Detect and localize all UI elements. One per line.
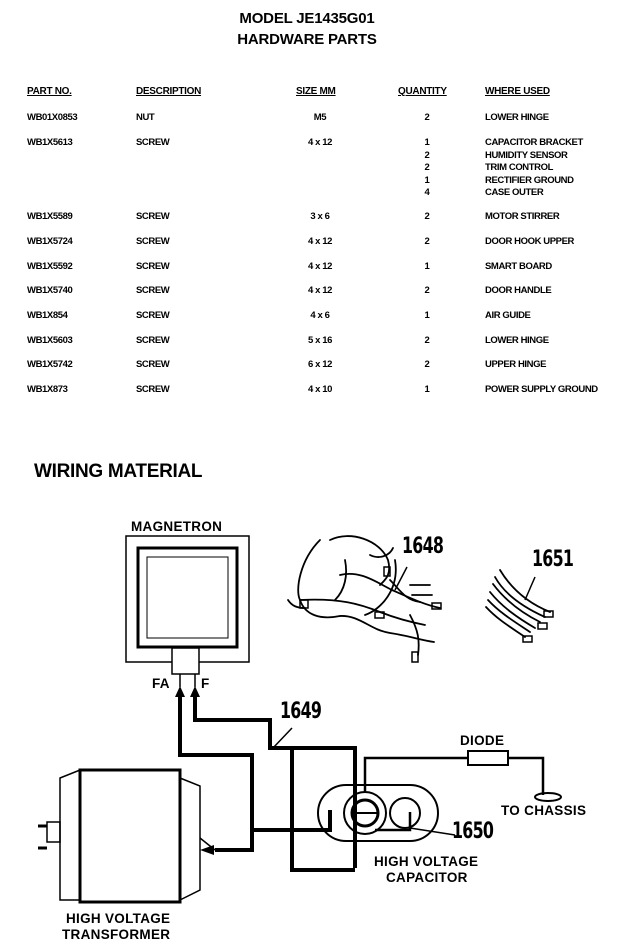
part-size: M5 [313,112,327,123]
terminal-fa-label: FA [152,676,170,691]
part-where-used: DOOR HANDLE [485,285,552,296]
part-size: 4 x 10 [307,384,332,395]
capacitor-drawing [317,784,439,842]
diode-label: DIODE [460,733,505,748]
part-description: SCREW [136,310,170,321]
part-description: SCREW [136,285,170,296]
part-quantity: 2 [424,335,430,346]
callout-leader-1651 [524,576,536,601]
part-description: SCREW [136,359,170,370]
part-description: SCREW [136,137,170,148]
part-description: SCREW [136,384,170,395]
part-size: 5 x 16 [307,335,332,346]
part-number: WB1X5592 [27,261,73,272]
transformer-drawing [38,768,216,904]
callout-1648: 1648 [402,534,444,559]
part-quantity: 1 [424,174,430,186]
wiring-material-title: WIRING MATERIAL [34,461,203,482]
part-quantity: 1 [424,310,430,321]
part-description: SCREW [136,236,170,247]
harness-1651-drawing [485,569,554,643]
part-number: WB1X5613 [27,137,73,148]
part-quantity: 2 [424,162,430,173]
callout-1651: 1651 [532,547,574,572]
part-where-used: MOTOR STIRRER [485,211,560,222]
capacitor-label-line2: CAPACITOR [386,870,468,885]
part-number: WB1X5603 [27,335,73,346]
magnetron-label: MAGNETRON [131,519,223,534]
col-header-description: DESCRIPTION [136,86,202,97]
part-number: WB1X873 [27,384,68,395]
lead-1649-wires [178,697,357,872]
part-quantity: 1 [424,384,430,395]
part-quantity: 2 [424,285,430,296]
part-size: 4 x 12 [307,285,332,296]
part-size: 3 x 6 [310,211,330,222]
callout-1649: 1649 [280,699,322,724]
transformer-label-line2: TRANSFORMER [62,927,171,942]
part-quantity: 2 [424,211,430,222]
lead-1650-arrow [409,827,456,836]
part-quantity: 2 [424,236,430,247]
part-size: 4 x 6 [310,310,330,321]
col-header-where-used: WHERE USED [485,86,550,97]
part-number: WB1X5742 [27,359,73,370]
part-where-used: POWER SUPPLY GROUND [485,384,598,395]
part-description: SCREW [136,211,170,222]
part-number: WB1X5724 [27,236,73,247]
callout-leader-1648 [394,566,408,591]
part-where-used: LOWER HINGE [485,335,549,346]
part-size: 4 x 12 [307,236,332,247]
part-where-used: AIR GUIDE [485,310,531,321]
col-header-size: SIZE MM [296,86,336,97]
part-quantity: 1 [424,261,430,272]
part-description: NUT [136,112,155,123]
part-number: WB01X0853 [27,112,78,123]
part-where-used: LOWER HINGE [485,112,549,123]
part-where-used: DOOR HOOK UPPER [485,236,575,247]
col-header-quantity: QUANTITY [398,86,447,97]
lead-1649-arrow [200,727,293,855]
part-quantity: 4 [424,187,430,198]
part-quantity: 1 [424,137,430,148]
terminal-f-label: F [201,676,210,691]
part-where-used: HUMIDITY SENSOR [485,149,568,161]
part-where-used: RECTIFIER GROUND [485,174,574,186]
part-description: SCREW [136,261,170,272]
harness-1648-drawing [287,535,442,663]
part-quantity: 2 [424,112,430,123]
part-description: SCREW [136,335,170,346]
part-number: WB1X5740 [27,285,73,296]
part-size: 4 x 12 [307,261,332,272]
diode-wiring [363,750,562,832]
callout-1650: 1650 [452,819,494,844]
section-title: HARDWARE PARTS [237,31,377,48]
part-quantity: 2 [424,149,430,161]
part-where-used: UPPER HINGE [485,359,547,370]
magnetron-drawing [125,535,250,687]
part-where-used: SMART BOARD [485,261,552,272]
part-size: 4 x 12 [307,137,332,148]
part-number: WB1X5589 [27,211,73,222]
terminal-arrows [175,686,200,697]
part-where-used: CASE OUTER [485,187,544,198]
to-chassis-label: TO CHASSIS [501,803,587,818]
model-title: MODEL JE1435G01 [239,10,375,27]
part-number: WB1X854 [27,310,68,321]
transformer-label-line1: HIGH VOLTAGE [66,911,171,926]
capacitor-label-line1: HIGH VOLTAGE [374,854,479,869]
part-where-used: TRIM CONTROL [485,162,554,173]
part-size: 6 x 12 [307,359,332,370]
col-header-part-no: PART NO. [27,86,72,97]
part-quantity: 2 [424,359,430,370]
part-where-used: CAPACITOR BRACKET [485,137,583,148]
